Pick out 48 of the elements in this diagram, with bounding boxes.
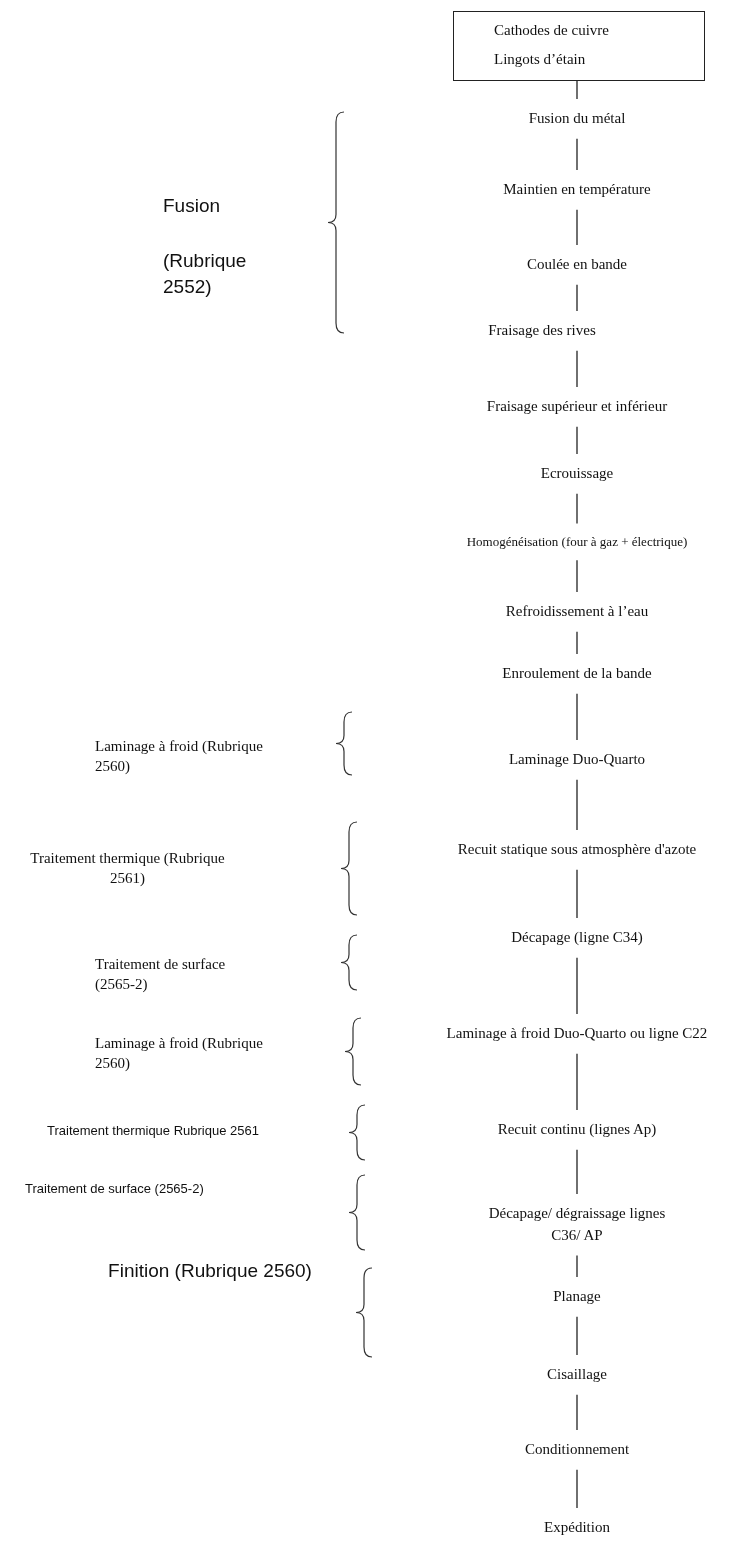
group-label: Fusion — [163, 194, 222, 218]
group-label: (Rubrique 2552) — [163, 249, 248, 299]
connector-line — [576, 1316, 578, 1356]
connector-line — [576, 426, 578, 455]
group-label: Traitement thermique Rubrique 2561 — [46, 1122, 260, 1140]
process-step: Planage — [477, 1277, 677, 1317]
connector-line — [576, 138, 578, 171]
group-label: Traitement de surface (2565-2) — [25, 1180, 205, 1198]
process-step: Laminage Duo-Quarto — [457, 740, 697, 780]
group-label: Finition (Rubrique 2560) — [107, 1259, 313, 1283]
connector-line — [576, 1149, 578, 1195]
connector-line — [576, 869, 578, 919]
connector-line — [576, 284, 578, 312]
group-label: Traitement thermique (Rubrique 2561) — [29, 849, 226, 889]
process-step: Fraisage supérieur et inférieur — [432, 387, 722, 427]
group-label: Traitement de surface (2565-2) — [95, 955, 227, 995]
process-step: Conditionnement — [477, 1430, 677, 1470]
process-step: Ecrouissage — [477, 454, 677, 494]
process-step: Expédition — [477, 1508, 677, 1543]
process-step: Décapage (ligne C34) — [457, 918, 697, 958]
input-box: Cathodes de cuivre Lingots d’étain — [453, 11, 705, 81]
connector-line — [576, 1469, 578, 1509]
connector-line — [576, 209, 578, 246]
process-step: Fraisage des rives — [442, 311, 642, 351]
connector-line — [576, 80, 578, 100]
connector-line — [576, 493, 578, 525]
connector-line — [576, 559, 578, 593]
connector-line — [576, 350, 578, 388]
process-step: Coulée en bande — [477, 245, 677, 285]
group-label: Laminage à froid (Rubrique 2560) — [95, 1034, 264, 1074]
process-step: Fusion du métal — [477, 99, 677, 139]
connector-line — [576, 1254, 578, 1278]
group-label: Laminage à froid (Rubrique 2560) — [95, 737, 264, 777]
process-step: Décapage/ dégraissage lignes C36/ AP — [477, 1194, 677, 1256]
connector-line — [576, 693, 578, 741]
connector-line — [576, 957, 578, 1015]
connector-line — [576, 631, 578, 655]
process-step: Recuit statique sous atmosphère d'azote — [427, 830, 727, 870]
process-step: Recuit continu (lignes Ap) — [447, 1110, 707, 1150]
process-step: Homogénéisation (four à gaz + électrique) — [417, 523, 737, 561]
process-step: Maintien en température — [457, 170, 697, 210]
connector-line — [576, 1394, 578, 1431]
process-step: Refroidissement à l’eau — [457, 592, 697, 632]
process-step: Laminage à froid Duo-Quarto ou ligne C22 — [432, 1014, 722, 1054]
process-step: Cisaillage — [477, 1355, 677, 1395]
connector-line — [576, 779, 578, 831]
process-step: Enroulement de la bande — [457, 654, 697, 694]
connector-line — [576, 1053, 578, 1111]
